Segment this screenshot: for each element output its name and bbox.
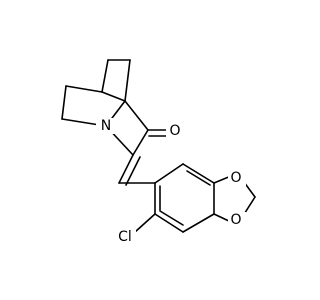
bond-lines bbox=[61, 59, 256, 233]
bond bbox=[125, 156, 141, 186]
atom-labels: N O O O Cl bbox=[96, 118, 246, 245]
bond bbox=[101, 59, 109, 93]
molecule-canvas: N O O O Cl bbox=[61, 59, 256, 245]
atom-carbonyl-oxygen: O bbox=[169, 123, 180, 139]
atom-nitrogen: N bbox=[101, 118, 111, 134]
bond bbox=[124, 59, 131, 102]
bond bbox=[61, 85, 67, 120]
bond bbox=[182, 213, 215, 233]
atom-chlorine: Cl bbox=[118, 229, 132, 245]
bond bbox=[65, 85, 103, 93]
bond bbox=[118, 154, 134, 184]
bond bbox=[186, 170, 211, 186]
bond bbox=[154, 213, 184, 233]
atom-ring-oxygen-upper: O bbox=[230, 170, 241, 186]
bond bbox=[159, 210, 184, 226]
bond bbox=[134, 213, 156, 233]
atom-ring-oxygen-lower: O bbox=[230, 212, 241, 228]
bond bbox=[132, 129, 149, 156]
bond bbox=[154, 163, 184, 184]
molecule-structure: N O O O Cl bbox=[61, 59, 256, 245]
bond bbox=[101, 91, 126, 102]
bond bbox=[124, 100, 149, 131]
bond bbox=[182, 163, 215, 184]
